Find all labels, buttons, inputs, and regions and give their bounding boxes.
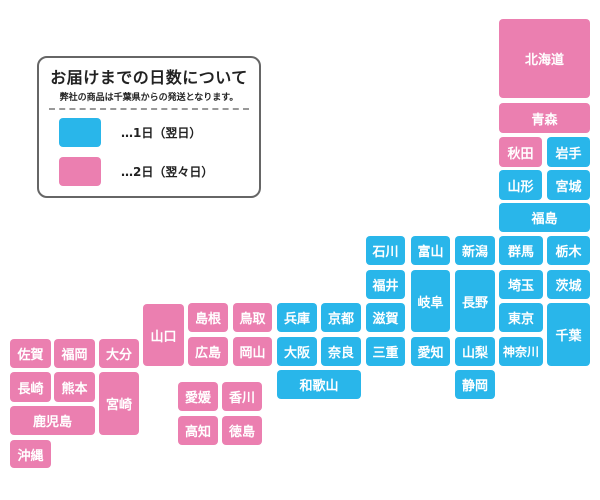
delivery-legend: お届けまでの日数について 弊社の商品は千葉県からの発送となります。 …1日（翌日…	[37, 56, 261, 198]
pref-hiroshima[interactable]: 広島	[188, 337, 228, 366]
legend-subtitle: 弊社の商品は千葉県からの発送となります。	[59, 93, 239, 103]
pref-shimane[interactable]: 島根	[188, 303, 228, 332]
pref-hokkaido[interactable]: 北海道	[499, 19, 590, 98]
legend-label-1day: …1日（翌日）	[121, 126, 202, 140]
pref-iwate[interactable]: 岩手	[547, 137, 590, 167]
pref-akita[interactable]: 秋田	[499, 137, 542, 167]
pref-ishikawa[interactable]: 石川	[366, 236, 405, 265]
pref-kochi[interactable]: 高知	[178, 416, 218, 445]
pref-saga[interactable]: 佐賀	[10, 339, 51, 368]
pref-fukui[interactable]: 福井	[366, 270, 405, 299]
pref-miyagi[interactable]: 宮城	[547, 170, 590, 200]
pref-kanagawa[interactable]: 神奈川	[499, 337, 543, 366]
pref-gunma[interactable]: 群馬	[499, 236, 543, 265]
pref-tottori[interactable]: 鳥取	[233, 303, 272, 332]
legend-swatch-2day	[59, 157, 101, 186]
pref-tokyo[interactable]: 東京	[499, 303, 543, 332]
pref-hyogo[interactable]: 兵庫	[277, 303, 317, 332]
pref-toyama[interactable]: 富山	[411, 236, 450, 265]
pref-saitama[interactable]: 埼玉	[499, 270, 543, 299]
pref-nara[interactable]: 奈良	[321, 337, 361, 366]
pref-nagasaki[interactable]: 長崎	[10, 372, 51, 402]
legend-divider	[49, 108, 249, 110]
pref-kagoshima[interactable]: 鹿児島	[10, 406, 95, 435]
pref-okayama[interactable]: 岡山	[233, 337, 272, 366]
pref-fukuoka[interactable]: 福岡	[54, 339, 95, 368]
pref-osaka[interactable]: 大阪	[277, 337, 317, 366]
legend-swatch-1day	[59, 118, 101, 147]
pref-kagawa[interactable]: 香川	[222, 382, 262, 411]
legend-label-2day: …2日（翌々日）	[121, 165, 214, 179]
pref-yamagata[interactable]: 山形	[499, 170, 542, 200]
pref-mie[interactable]: 三重	[366, 337, 405, 366]
pref-aomori[interactable]: 青森	[499, 103, 590, 133]
pref-kumamoto[interactable]: 熊本	[54, 372, 95, 402]
pref-kyoto[interactable]: 京都	[321, 303, 361, 332]
pref-yamanashi[interactable]: 山梨	[455, 337, 495, 366]
pref-aichi[interactable]: 愛知	[411, 337, 450, 366]
pref-gifu[interactable]: 岐阜	[411, 270, 450, 332]
pref-tokushima[interactable]: 徳島	[222, 416, 262, 445]
pref-tochigi[interactable]: 栃木	[547, 236, 590, 265]
pref-oita[interactable]: 大分	[99, 339, 139, 368]
pref-fukushima[interactable]: 福島	[499, 203, 590, 232]
legend-title: お届けまでの日数について	[50, 68, 248, 87]
pref-wakayama[interactable]: 和歌山	[277, 370, 361, 399]
pref-miyazaki[interactable]: 宮崎	[99, 372, 139, 435]
pref-shiga[interactable]: 滋賀	[366, 303, 405, 332]
pref-ehime[interactable]: 愛媛	[178, 382, 218, 411]
pref-okinawa[interactable]: 沖縄	[10, 440, 51, 468]
pref-shizuoka[interactable]: 静岡	[455, 370, 495, 399]
pref-chiba[interactable]: 千葉	[547, 303, 590, 366]
pref-nagano[interactable]: 長野	[455, 270, 495, 332]
pref-ibaraki[interactable]: 茨城	[547, 270, 590, 299]
pref-yamaguchi[interactable]: 山口	[143, 304, 184, 366]
pref-niigata[interactable]: 新潟	[455, 236, 495, 265]
